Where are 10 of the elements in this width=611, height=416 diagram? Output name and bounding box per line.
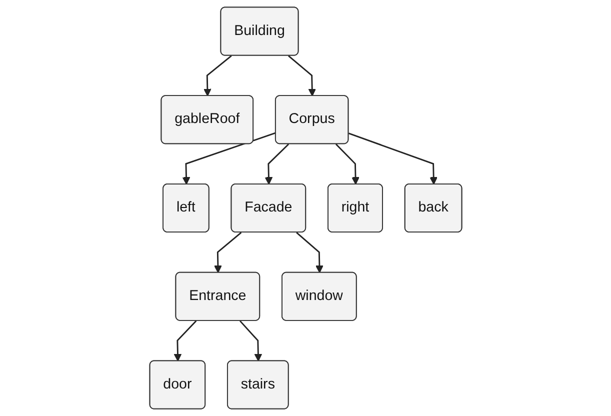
arrow <box>174 320 196 362</box>
arrow <box>214 232 242 274</box>
arrow <box>335 144 360 185</box>
arrow <box>203 55 232 96</box>
arrow <box>239 320 262 362</box>
arrow <box>296 232 324 274</box>
arrow <box>264 144 289 185</box>
arrow <box>348 132 438 185</box>
arrow <box>182 132 276 185</box>
arrow <box>288 55 316 96</box>
